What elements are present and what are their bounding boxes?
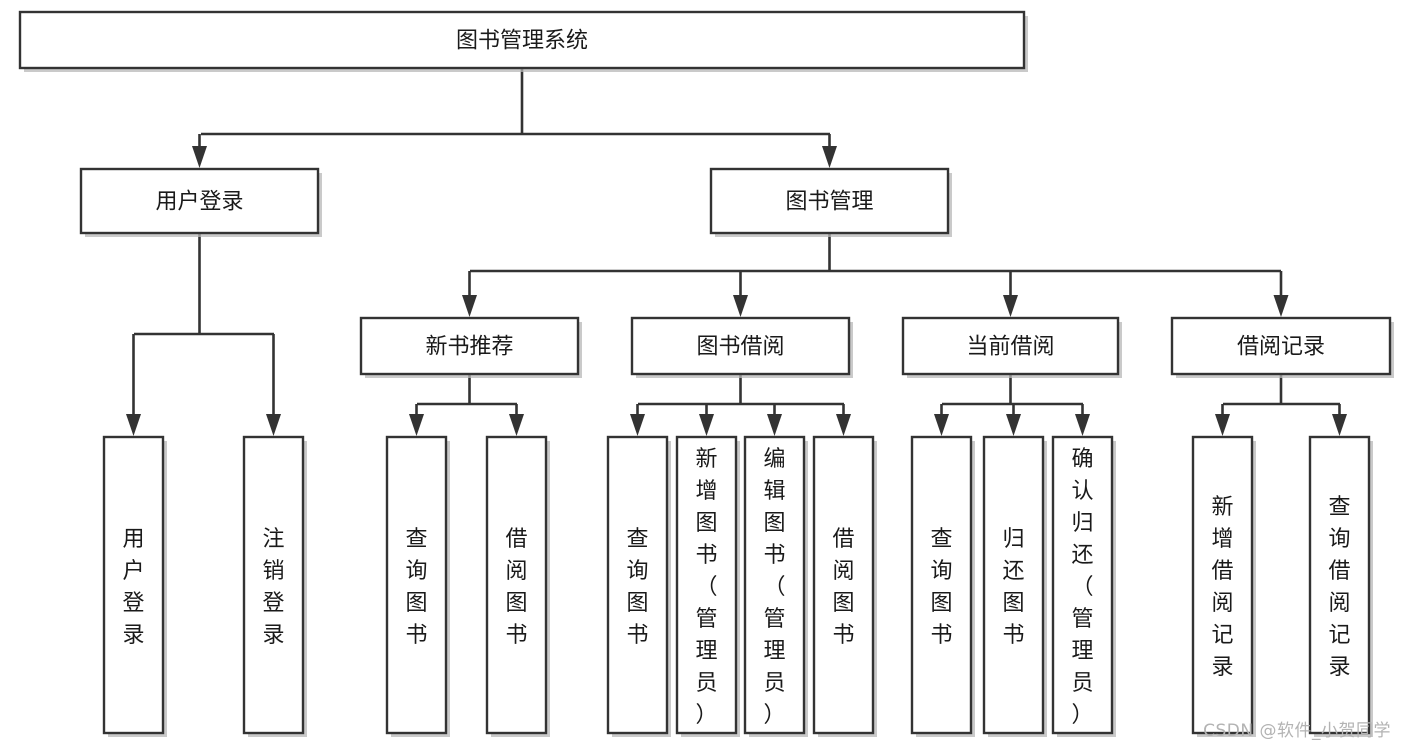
node-rect-leaf-confirm-return[interactable] (1051, 435, 1114, 735)
arrow-head-leaf-borrow-book-rec (509, 414, 524, 436)
nodes-layer: 图书管理系统用户登录图书管理新书推荐图书借阅当前借阅借阅记录用户登录注销登录查询… (18, 10, 1394, 737)
node-leaf-user-logout[interactable]: 注销登录 (242, 435, 307, 737)
arrow-head-new-book-rec (462, 295, 477, 317)
node-leaf-query-book-c[interactable]: 查询图书 (910, 435, 975, 737)
arrow-head-leaf-add-book (699, 414, 714, 436)
node-leaf-add-book[interactable]: 新增图书（管理员） (675, 435, 740, 737)
node-label-leaf-edit-book: 编辑图书（管理员） (763, 447, 785, 728)
node-label-leaf-add-book: 新增图书（管理员） (695, 447, 717, 728)
node-rect-leaf-user-login[interactable] (102, 435, 165, 735)
node-rect-book-borrow[interactable] (630, 316, 851, 376)
node-rect-user-login[interactable] (79, 167, 320, 235)
node-user-login[interactable]: 用户登录 (79, 167, 322, 237)
arrow-head-leaf-user-login (126, 414, 141, 436)
arrow-head-user-login (192, 146, 207, 168)
arrow-head-leaf-confirm-return (1075, 414, 1090, 436)
node-rect-leaf-borrow-book-rec[interactable] (485, 435, 548, 735)
node-rect-book-manage[interactable] (709, 167, 950, 235)
node-book-borrow[interactable]: 图书借阅 (630, 316, 853, 378)
node-label-leaf-confirm-return: 确认归还（管理员） (1071, 447, 1093, 728)
node-label-leaf-query-book-c: 查询图书 (930, 527, 952, 648)
node-leaf-query-record[interactable]: 查询借阅记录 (1308, 435, 1373, 737)
node-rect-borrow-record[interactable] (1170, 316, 1392, 376)
node-rect-leaf-query-book-c[interactable] (910, 435, 973, 735)
node-book-manage[interactable]: 图书管理 (709, 167, 952, 237)
node-leaf-borrow-book-rec[interactable]: 借阅图书 (485, 435, 550, 737)
node-label-book-manage: 图书管理 (785, 190, 873, 215)
node-rect-root[interactable] (18, 10, 1026, 70)
arrow-head-leaf-query-book-c (934, 414, 949, 436)
node-rect-leaf-user-logout[interactable] (242, 435, 305, 735)
node-rect-leaf-query-book-b[interactable] (606, 435, 669, 735)
arrow-head-leaf-user-logout (266, 414, 281, 436)
node-label-leaf-user-login: 用户登录 (122, 527, 144, 648)
node-rect-current-borrow[interactable] (901, 316, 1120, 376)
arrow-head-leaf-query-book-rec (409, 414, 424, 436)
arrow-head-book-manage (822, 146, 837, 168)
node-borrow-record[interactable]: 借阅记录 (1170, 316, 1394, 378)
node-leaf-add-record[interactable]: 新增借阅记录 (1191, 435, 1256, 737)
node-label-leaf-borrow-book-rec: 借阅图书 (505, 527, 527, 648)
node-leaf-query-book-b[interactable]: 查询图书 (606, 435, 671, 737)
node-rect-new-book-rec[interactable] (359, 316, 580, 376)
node-leaf-confirm-return[interactable]: 确认归还（管理员） (1051, 435, 1116, 737)
node-leaf-return-book[interactable]: 归还图书 (982, 435, 1047, 737)
node-rect-leaf-query-book-rec[interactable] (385, 435, 448, 735)
arrow-head-leaf-borrow-book-b (836, 414, 851, 436)
node-label-book-borrow: 图书借阅 (696, 335, 784, 360)
node-rect-leaf-add-record[interactable] (1191, 435, 1254, 735)
node-label-root: 图书管理系统 (456, 29, 588, 54)
node-label-leaf-return-book: 归还图书 (1002, 527, 1024, 648)
node-leaf-user-login[interactable]: 用户登录 (102, 435, 167, 737)
node-label-current-borrow: 当前借阅 (966, 335, 1054, 360)
node-label-borrow-record: 借阅记录 (1237, 335, 1325, 360)
node-rect-leaf-add-book[interactable] (675, 435, 738, 735)
node-current-borrow[interactable]: 当前借阅 (901, 316, 1122, 378)
node-rect-leaf-edit-book[interactable] (743, 435, 806, 735)
arrow-head-leaf-return-book (1006, 414, 1021, 436)
arrow-head-leaf-query-book-b (630, 414, 645, 436)
arrow-head-borrow-record (1273, 295, 1289, 317)
connectors-layer (126, 68, 1347, 436)
arrow-head-current-borrow (1003, 295, 1018, 317)
node-root[interactable]: 图书管理系统 (18, 10, 1028, 72)
node-label-leaf-query-book-rec: 查询图书 (405, 527, 427, 648)
arrow-head-book-borrow (733, 295, 748, 317)
node-rect-leaf-query-record[interactable] (1308, 435, 1371, 735)
arrow-head-leaf-query-record (1332, 414, 1347, 436)
arrow-head-leaf-edit-book (767, 414, 782, 436)
node-label-new-book-rec: 新书推荐 (425, 335, 513, 360)
node-new-book-rec[interactable]: 新书推荐 (359, 316, 582, 378)
node-leaf-edit-book[interactable]: 编辑图书（管理员） (743, 435, 808, 737)
node-label-leaf-user-logout: 注销登录 (262, 527, 284, 648)
node-label-leaf-query-book-b: 查询图书 (626, 527, 648, 648)
node-label-leaf-borrow-book-b: 借阅图书 (832, 527, 854, 648)
node-label-leaf-query-record: 查询借阅记录 (1328, 495, 1350, 680)
node-rect-leaf-borrow-book-b[interactable] (812, 435, 875, 735)
arrow-head-leaf-add-record (1215, 414, 1230, 436)
node-label-leaf-add-record: 新增借阅记录 (1211, 495, 1233, 680)
node-rect-leaf-return-book[interactable] (982, 435, 1045, 735)
node-label-user-login: 用户登录 (155, 190, 243, 215)
node-leaf-query-book-rec[interactable]: 查询图书 (385, 435, 450, 737)
node-leaf-borrow-book-b[interactable]: 借阅图书 (812, 435, 877, 737)
